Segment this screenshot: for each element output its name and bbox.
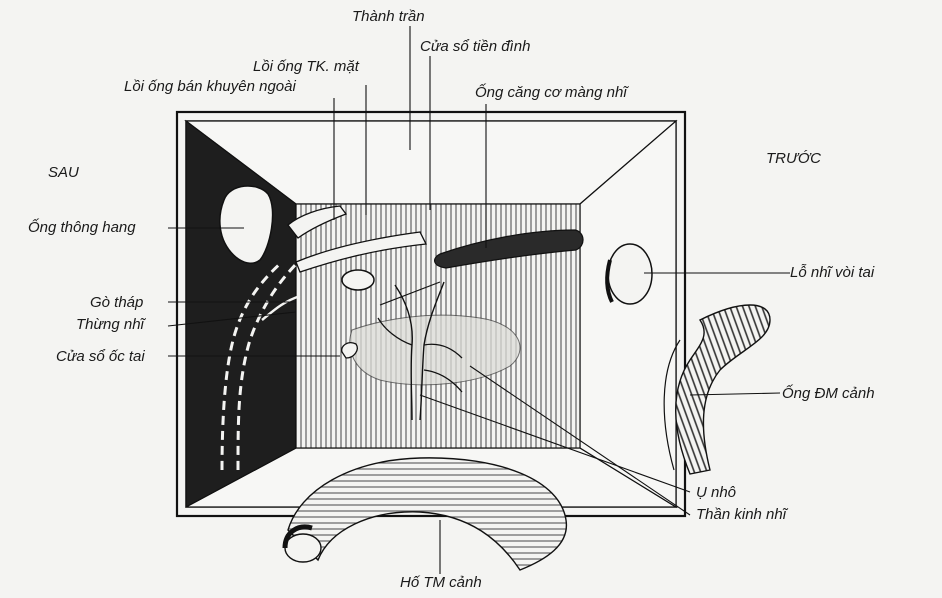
label-go-thap: Gò tháp: [90, 294, 144, 311]
label-ho-tm-canh: Hố TM cảnh: [400, 574, 482, 591]
label-loi-ong-ban-khuyen: Lồi ống bán khuyên ngoài: [124, 78, 296, 95]
label-u-nho: Ụ nhô: [696, 484, 737, 501]
lo-nhi-voi-tai: [607, 243, 653, 305]
loi-ong-tk-mat: [295, 231, 427, 273]
label-cua-so-oc-tai: Cửa sổ ốc tai: [56, 348, 145, 365]
label-cua-so-tien-dinh: Cửa sổ tiền đình: [420, 38, 531, 55]
ho-tm-canh: [287, 457, 568, 571]
loi-ong-ban-khuyen: [287, 205, 348, 239]
label-thung-nhi: Thừng nhĩ: [76, 316, 144, 333]
ong-dm-canh: [675, 304, 771, 475]
label-truoc: TRƯỚC: [766, 150, 821, 167]
label-loi-ong-tk-mat: Lồi ống TK. mặt: [253, 58, 359, 75]
cua-so-tien-dinh: [341, 269, 375, 291]
leader-lines: [167, 26, 790, 574]
ong-thong-hang-opening: [219, 185, 274, 265]
label-thanh-tran: Thành trần: [352, 8, 425, 25]
label-ong-dm-canh: Ống ĐM cảnh: [782, 385, 875, 402]
label-sau: SAU: [48, 164, 79, 181]
label-ong-cang-co: Ống căng cơ màng nhĩ: [475, 84, 627, 101]
label-than-kinh-nhi: Thần kinh nhĩ: [696, 506, 787, 523]
label-lo-nhi-voi-tai: Lỗ nhĩ vòi tai: [790, 264, 875, 281]
frame-outer: [175, 110, 687, 518]
label-ong-thong-hang: Ống thông hang: [28, 219, 136, 236]
ong-cang-co-mang-nhi: [434, 229, 584, 269]
cua-so-oc-tai: [341, 342, 358, 359]
